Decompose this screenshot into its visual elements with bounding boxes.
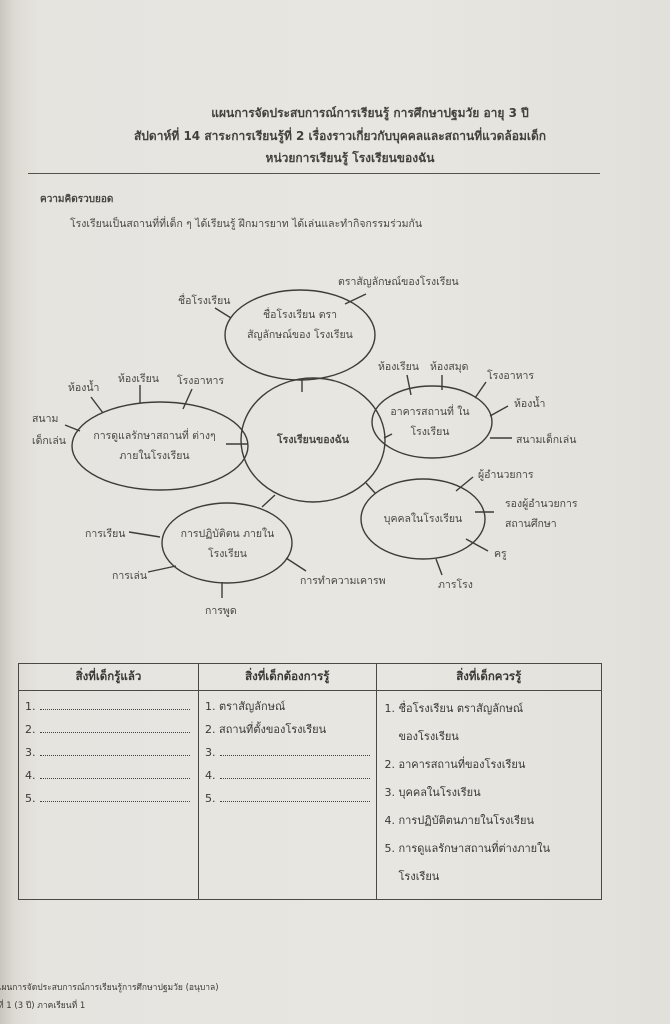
ellipse-top	[224, 289, 376, 381]
concept-text: โรงเรียนเป็นสถานที่ที่เด็ก ๆ ได้เรียนรู้…	[70, 218, 423, 230]
leaf: ครู	[494, 548, 507, 560]
list-item: 1.	[25, 695, 192, 718]
leaf: การเล่น	[112, 570, 148, 582]
list-item: ของโรงเรียน	[398, 730, 459, 743]
node-bottom-left: การปฏิบัติตน ภายในโรงเรียน	[180, 528, 275, 560]
list-item: 5.	[205, 787, 370, 810]
ellipse-center	[240, 377, 386, 503]
leaf: ห้องน้ำ	[68, 382, 100, 394]
list-item: 5.	[25, 787, 192, 810]
should-cell: 1. ชื่อโรงเรียน ตราสัญลักษณ์ ของโรงเรียน…	[375, 690, 602, 900]
col-header-should: สิ่งที่เด็กควรรู้	[375, 663, 602, 691]
want-cell: 1. ตราสัญลักษณ์ 2. สถานที่ตั้งของโรงเรีย…	[198, 690, 377, 900]
list-item: โรงเรียน	[398, 870, 440, 883]
list-item: 4. การปฏิบัติตนภายในโรงเรียน	[384, 814, 534, 827]
leaf: ผู้อำนวยการ	[478, 469, 534, 481]
list-item: 2.	[25, 718, 192, 741]
ellipse-bottom-left	[161, 502, 293, 584]
leaf: ห้องเรียน	[378, 361, 419, 373]
header-divider	[28, 173, 600, 174]
list-item: 3. บุคคลในโรงเรียน	[384, 786, 481, 799]
leaf: รองผู้อำนวยการ สถานศึกษา	[505, 498, 578, 530]
leaf: การเรียน	[85, 528, 126, 540]
kwl-table: สิ่งที่เด็กรู้แล้ว สิ่งที่เด็กต้องการรู้…	[18, 663, 602, 900]
leaf: ชื่อโรงเรียน	[178, 295, 231, 307]
leaf: ห้องสมุด	[430, 361, 469, 373]
list-item: 5. การดูแลรักษาสถานที่ต่างภายใน	[384, 842, 550, 855]
leaf: ภารโรง	[438, 579, 473, 591]
doc-subtitle: สัปดาห์ที่ 14 สาระการเรียนรู้ที่ 2 เรื่อ…	[133, 129, 547, 143]
list-item: 1. ชื่อโรงเรียน ตราสัญลักษณ์	[384, 702, 524, 715]
list-item: 4.	[205, 764, 370, 787]
concept-heading: ความคิดรวบยอด	[40, 194, 114, 205]
node-left: การดูแลรักษาสถานที่ ต่างๆ ภายในโรงเรียน	[93, 430, 216, 462]
list-item: 4.	[25, 764, 192, 787]
leaf: สนามเด็กเล่น	[516, 434, 577, 446]
leaf: การพูด	[205, 605, 237, 617]
known-cell: 1. 2. 3. 4. 5.	[18, 690, 199, 900]
footer-line2: ที่ 1 (3 ปี) ภาคเรียนที่ 1	[0, 1001, 86, 1011]
list-item: 2. อาคารสถานที่ของโรงเรียน	[384, 758, 526, 771]
list-item: 3.	[205, 741, 370, 764]
list-item: 2. สถานที่ตั้งของโรงเรียน	[205, 723, 327, 736]
leaf: ตราสัญลักษณ์ของโรงเรียน	[338, 276, 459, 288]
leaf: ห้องน้ำ	[514, 398, 546, 410]
node-right: อาคารสถานที่ ในโรงเรียน	[390, 406, 470, 438]
leaf: โรงอาหาร	[487, 370, 535, 382]
node-bottom-right: บุคคลในโรงเรียน	[383, 513, 463, 525]
unit-title: หน่วยการเรียนรู้ โรงเรียนของฉัน	[265, 151, 435, 165]
list-item: 1. ตราสัญลักษณ์	[205, 700, 286, 713]
col-header-want: สิ่งที่เด็กต้องการรู้	[198, 663, 377, 691]
leaf: สนาม เด็กเล่น	[32, 413, 66, 447]
ellipse-right	[371, 385, 493, 459]
leaf: โรงอาหาร	[177, 375, 225, 387]
node-top: ชื่อโรงเรียน ตรา สัญลักษณ์ของ โรงเรียน	[247, 309, 353, 341]
ellipse-bottom-right	[360, 478, 486, 560]
node-center: โรงเรียนของฉัน	[277, 434, 349, 446]
col-header-known: สิ่งที่เด็กรู้แล้ว	[18, 663, 199, 691]
mind-map-lines	[64, 289, 512, 598]
list-item: 3.	[25, 741, 192, 764]
leaf: การทำความเคารพ	[300, 575, 386, 587]
footer-line1: แผนการจัดประสบการณ์การเรียนรู้การศึกษาปฐ…	[0, 983, 219, 993]
ellipse-left	[71, 401, 249, 491]
doc-title: แผนการจัดประสบการณ์การเรียนรู้ การศึกษาป…	[211, 106, 529, 120]
leaf: ห้องเรียน	[118, 373, 159, 385]
